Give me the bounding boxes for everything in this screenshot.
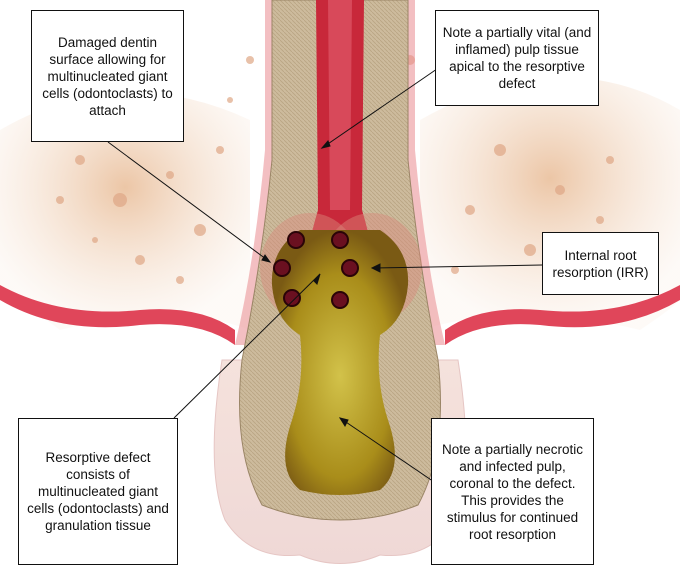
callout-text: Note a partially necrotic and infected p… <box>438 441 587 543</box>
callout-irr: Internal root resorption (IRR) <box>542 232 659 295</box>
callout-text: Internal root resorption (IRR) <box>549 247 652 281</box>
odontoclast <box>288 232 304 248</box>
callout-damaged-dentin: Damaged dentin surface allowing for mult… <box>31 10 184 142</box>
odontoclast <box>342 260 358 276</box>
callout-vital-pulp: Note a partially vital (and inflamed) pu… <box>435 10 599 106</box>
callout-text: Damaged dentin surface allowing for mult… <box>38 34 177 119</box>
odontoclast <box>274 260 290 276</box>
callout-text: Note a partially vital (and inflamed) pu… <box>442 24 592 92</box>
odontoclast <box>332 232 348 248</box>
odontoclast <box>284 290 300 306</box>
odontoclast <box>332 292 348 308</box>
callout-text: Resorptive defect consists of multinucle… <box>25 449 171 534</box>
callout-resorptive-defect: Resorptive defect consists of multinucle… <box>18 418 178 565</box>
callout-necrotic-pulp: Note a partially necrotic and infected p… <box>431 418 594 565</box>
